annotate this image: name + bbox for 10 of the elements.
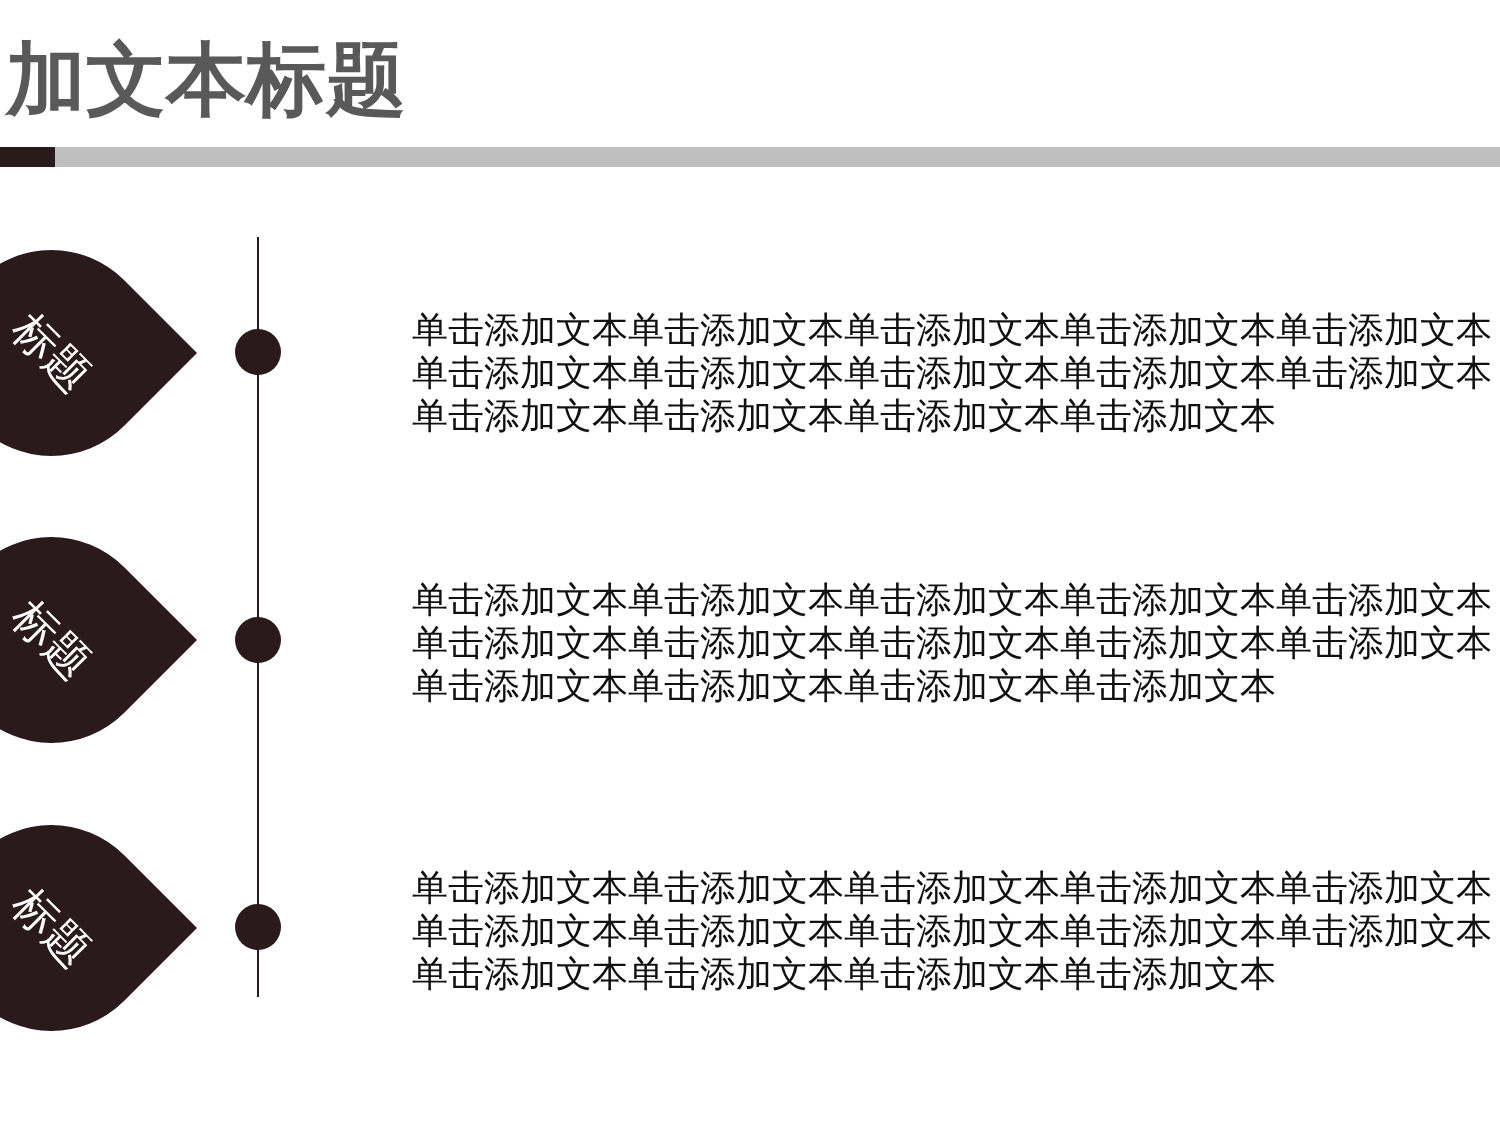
node-title: 标题	[1, 302, 102, 404]
node-title: 标题	[1, 589, 102, 691]
body-text: 单击添加文本单击添加文本单击添加文本单击添加文本单击添加文本单击添加文本单击添加文本单击添加文本单击添加文本单击添加文本单击添加文本单击添加文本单击添加文本单击添加文本	[412, 866, 1493, 995]
teardrop-shape	[0, 825, 198, 1031]
teardrop-shape	[0, 250, 198, 456]
node-title: 标题	[1, 877, 102, 979]
slide-title: 加文本标题	[4, 32, 407, 128]
body-text: 单击添加文本单击添加文本单击添加文本单击添加文本单击添加文本单击添加文本单击添加文本单击添加文本单击添加文本单击添加文本单击添加文本单击添加文本单击添加文本单击添加文本	[412, 308, 1493, 437]
teardrop-shape	[0, 537, 198, 743]
body-text: 单击添加文本单击添加文本单击添加文本单击添加文本单击添加文本单击添加文本单击添加文本单击添加文本单击添加文本单击添加文本单击添加文本单击添加文本单击添加文本单击添加文本	[412, 578, 1493, 707]
